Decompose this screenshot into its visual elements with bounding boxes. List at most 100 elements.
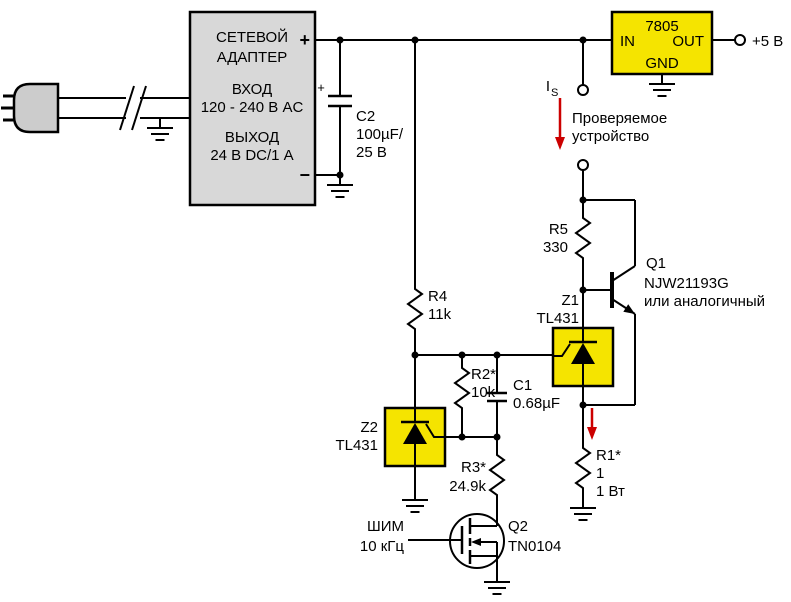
c2-ref: C2 bbox=[356, 108, 375, 125]
cable-break-icon bbox=[119, 85, 135, 131]
z1-triangle-icon bbox=[571, 343, 595, 364]
c1-value: 0.68µF bbox=[513, 395, 560, 412]
adapter-output-label: ВЫХОД bbox=[225, 129, 279, 146]
current-arrow-r1-icon bbox=[587, 408, 597, 440]
q1-emitter-arrow-icon bbox=[623, 304, 635, 314]
r1-value-line1: 1 bbox=[596, 465, 604, 482]
earth-ground-symbol bbox=[146, 117, 174, 141]
junction-dot bbox=[411, 36, 419, 44]
resistor-r3: R3* 24.9k bbox=[449, 437, 505, 526]
r3-ref: R3* bbox=[461, 459, 486, 476]
junction-dots bbox=[336, 36, 587, 441]
current-arrow-is-icon bbox=[555, 98, 565, 150]
resistor-r5: R5 330 bbox=[543, 196, 591, 328]
current-is-symbol: I bbox=[546, 78, 550, 95]
shunt-regulator-z2: Z2 TL431 bbox=[335, 406, 497, 513]
resistor-r1: R1* 1 1 Вт bbox=[569, 408, 625, 521]
dut-label-line1: Проверяемое bbox=[572, 110, 667, 127]
q1-collector-lead bbox=[611, 265, 636, 282]
junction-dot bbox=[493, 433, 501, 441]
r2-value: 10k bbox=[471, 384, 496, 401]
r5-value: 330 bbox=[543, 239, 568, 256]
current-arrow-head bbox=[555, 137, 565, 150]
resistor-symbol bbox=[575, 211, 591, 269]
cable-break-icon bbox=[131, 85, 147, 131]
junction-dot bbox=[579, 401, 587, 409]
ground-symbol bbox=[648, 73, 676, 97]
mains-cable bbox=[58, 85, 190, 141]
z2-triangle-icon bbox=[403, 423, 427, 444]
adapter-title-line1: СЕТЕВОЙ bbox=[216, 28, 288, 46]
resistor-r4: R4 11k bbox=[407, 40, 452, 408]
current-arrow-head bbox=[587, 427, 597, 440]
adapter-box bbox=[188, 10, 317, 207]
ground-symbol bbox=[483, 571, 511, 595]
junction-dot bbox=[493, 351, 501, 359]
adapter-input-label: ВХОД bbox=[232, 81, 272, 98]
r3-value: 24.9k bbox=[449, 478, 486, 495]
r5-ref: R5 bbox=[549, 221, 568, 238]
adapter-output-value: 24 В DC/1 А bbox=[210, 147, 293, 164]
mains-plug bbox=[1, 82, 60, 134]
ac-adapter: СЕТЕВОЙ АДАПТЕР ВХОД 120 - 240 В AC ВЫХО… bbox=[188, 10, 317, 207]
z1-ref: Z1 bbox=[561, 292, 579, 309]
dut-section: I S Проверяемое устройство bbox=[546, 40, 667, 212]
q2-ref: Q2 bbox=[508, 518, 528, 535]
regulator-7805: 7805 IN OUT GND +5 В bbox=[610, 10, 783, 97]
transistor-q1: Q1 NJW21193G или аналогичный bbox=[579, 199, 765, 406]
q1-note: или аналогичный bbox=[644, 293, 765, 310]
pwm-label-line2: 10 кГц bbox=[360, 538, 405, 555]
resistor-symbol bbox=[407, 282, 423, 340]
plug-body bbox=[12, 82, 60, 134]
junction-dot bbox=[458, 433, 466, 441]
q2-part: TN0104 bbox=[508, 538, 561, 555]
junction-dot bbox=[336, 36, 344, 44]
junction-dot bbox=[411, 351, 419, 359]
terminal-dut-bottom bbox=[577, 159, 589, 171]
r4-value: 11k bbox=[428, 306, 452, 323]
r2-ref: R2* bbox=[471, 366, 496, 383]
pwm-label-line1: ШИМ bbox=[367, 518, 404, 535]
resistor-r2: R2* 10k bbox=[454, 355, 496, 437]
junction-dot bbox=[579, 286, 587, 294]
q1-part: NJW21193G bbox=[644, 275, 729, 292]
pwm-input: ШИМ 10 кГц bbox=[360, 518, 405, 555]
mosfet-q2: Q2 TN0104 bbox=[408, 513, 561, 595]
resistor-symbol bbox=[454, 361, 470, 419]
ground-symbol bbox=[569, 497, 597, 521]
z2-ref: Z2 bbox=[360, 419, 378, 436]
regulator-pin-gnd: GND bbox=[645, 55, 679, 72]
junction-dot bbox=[458, 351, 466, 359]
adapter-minus-terminal: − bbox=[299, 165, 310, 185]
current-is-subscript: S bbox=[551, 87, 558, 99]
junction-dot bbox=[336, 171, 344, 179]
r1-value-line2: 1 Вт bbox=[596, 483, 625, 500]
z2-part: TL431 bbox=[335, 437, 378, 454]
ground-symbol bbox=[401, 489, 429, 513]
c1-ref: C1 bbox=[513, 377, 532, 394]
adapter-plus-terminal: + bbox=[299, 30, 310, 50]
c2-value-line2: 25 В bbox=[356, 144, 387, 161]
adapter-title-line2: АДАПТЕР bbox=[217, 49, 287, 66]
r4-ref: R4 bbox=[428, 288, 447, 305]
r1-ref: R1* bbox=[596, 447, 621, 464]
shunt-regulator-z1: Z1 TL431 bbox=[536, 292, 615, 442]
label-5v: +5 В bbox=[752, 33, 783, 50]
z1-part: TL431 bbox=[536, 310, 579, 327]
dut-label-line2: устройство bbox=[572, 128, 649, 145]
resistor-symbol bbox=[575, 441, 591, 499]
z1-ref-lead bbox=[553, 343, 571, 357]
q2-body-arrow-icon bbox=[471, 538, 481, 546]
adapter-input-value: 120 - 240 В AC bbox=[201, 99, 304, 116]
capacitor-c1: C1 0.68µF bbox=[487, 355, 560, 437]
terminal-dut-top bbox=[577, 84, 589, 96]
regulator-pin-in: IN bbox=[620, 33, 635, 50]
c2-value-line1: 100µF/ bbox=[356, 126, 404, 143]
resistor-symbol bbox=[489, 448, 505, 506]
regulator-pin-out: OUT bbox=[672, 33, 704, 50]
z2-ref-lead bbox=[425, 423, 445, 438]
c2-polarity: + bbox=[317, 80, 325, 95]
regulator-name: 7805 bbox=[645, 18, 678, 35]
terminal-5v bbox=[734, 34, 746, 46]
